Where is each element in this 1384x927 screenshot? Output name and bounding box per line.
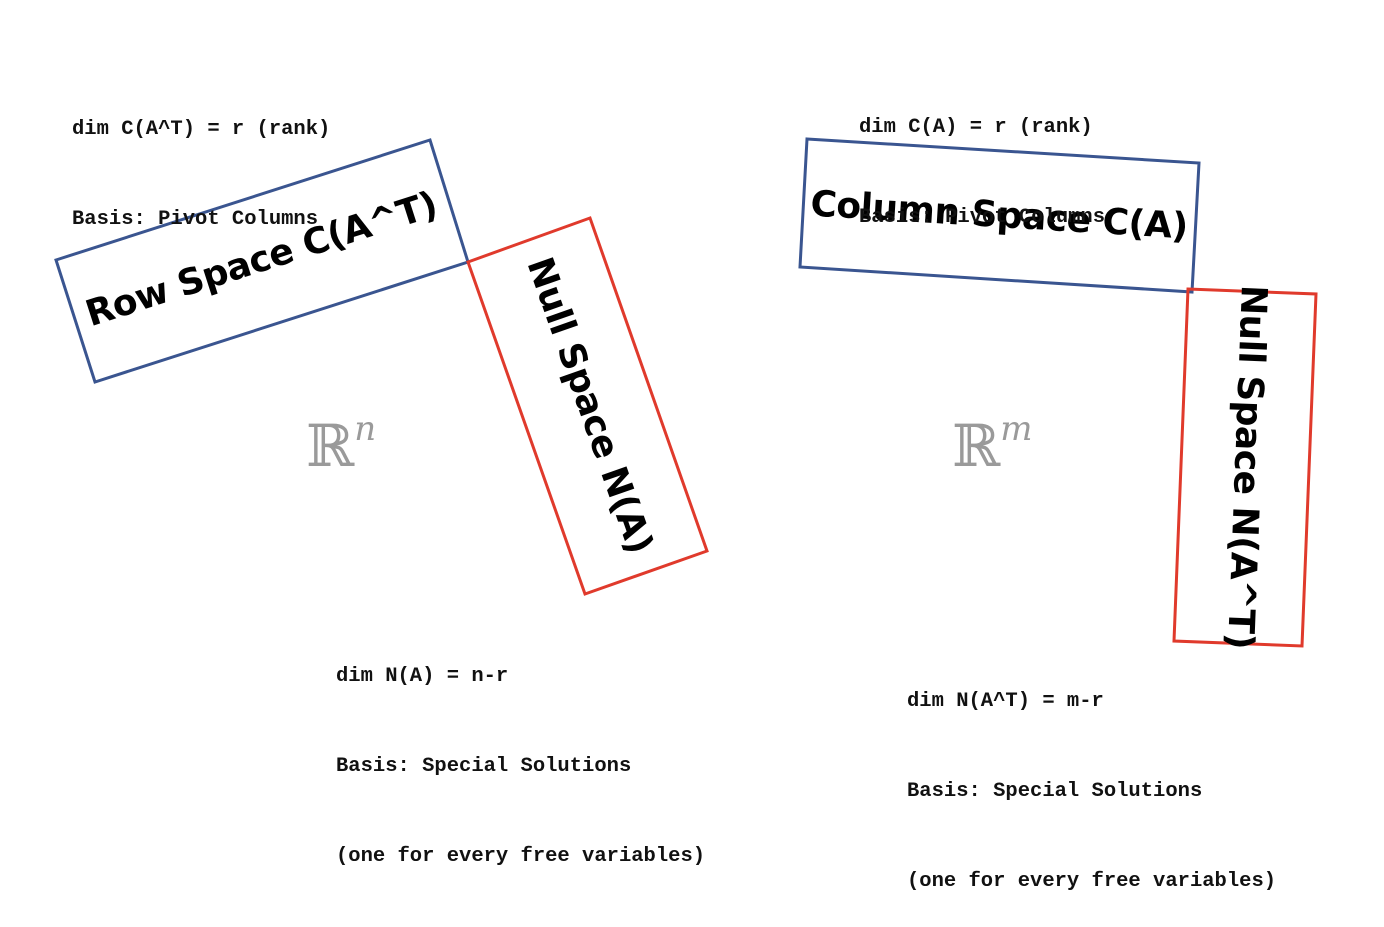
row-space-notes: dim C(A^T) = r (rank) Basis: Pivot Colum… [72, 55, 330, 265]
left-null-space-dim: dim N(A^T) = m-r [907, 690, 1104, 713]
row-space-basis: Basis: Pivot Columns [72, 208, 319, 231]
null-space-dim: dim N(A) = n-r [336, 665, 509, 688]
null-space-basis: Basis: Special Solutions [336, 755, 632, 778]
null-space-basis-detail: (one for every free variables) [336, 845, 706, 868]
left-null-space-notes: dim N(A^T) = m-r Basis: Special Solution… [907, 627, 1276, 927]
left-null-space-basis: Basis: Special Solutions [907, 780, 1203, 803]
column-space-notes: dim C(A) = r (rank) Basis: Pivot Columns [859, 53, 1105, 263]
left-null-space-label: Null Space N(A^T) [1219, 284, 1274, 650]
row-space-dim: dim C(A^T) = r (rank) [72, 118, 331, 141]
rn-symbol: ℝn [306, 409, 376, 480]
left-null-space-box [1172, 287, 1318, 648]
column-space-dim: dim C(A) = r (rank) [859, 116, 1093, 139]
null-space-notes: dim N(A) = n-r Basis: Special Solutions … [336, 602, 705, 902]
four-subspaces-diagram: Row Space C(A^T) Null Space N(A) ℝn Colu… [54, 137, 1318, 650]
left-null-space-basis-detail: (one for every free variables) [907, 870, 1277, 893]
column-space-box [798, 137, 1201, 294]
null-space-label: Null Space N(A) [518, 252, 660, 559]
rm-symbol: ℝm [952, 409, 1032, 480]
null-space-box [466, 216, 709, 596]
column-space-basis: Basis: Pivot Columns [859, 206, 1106, 229]
